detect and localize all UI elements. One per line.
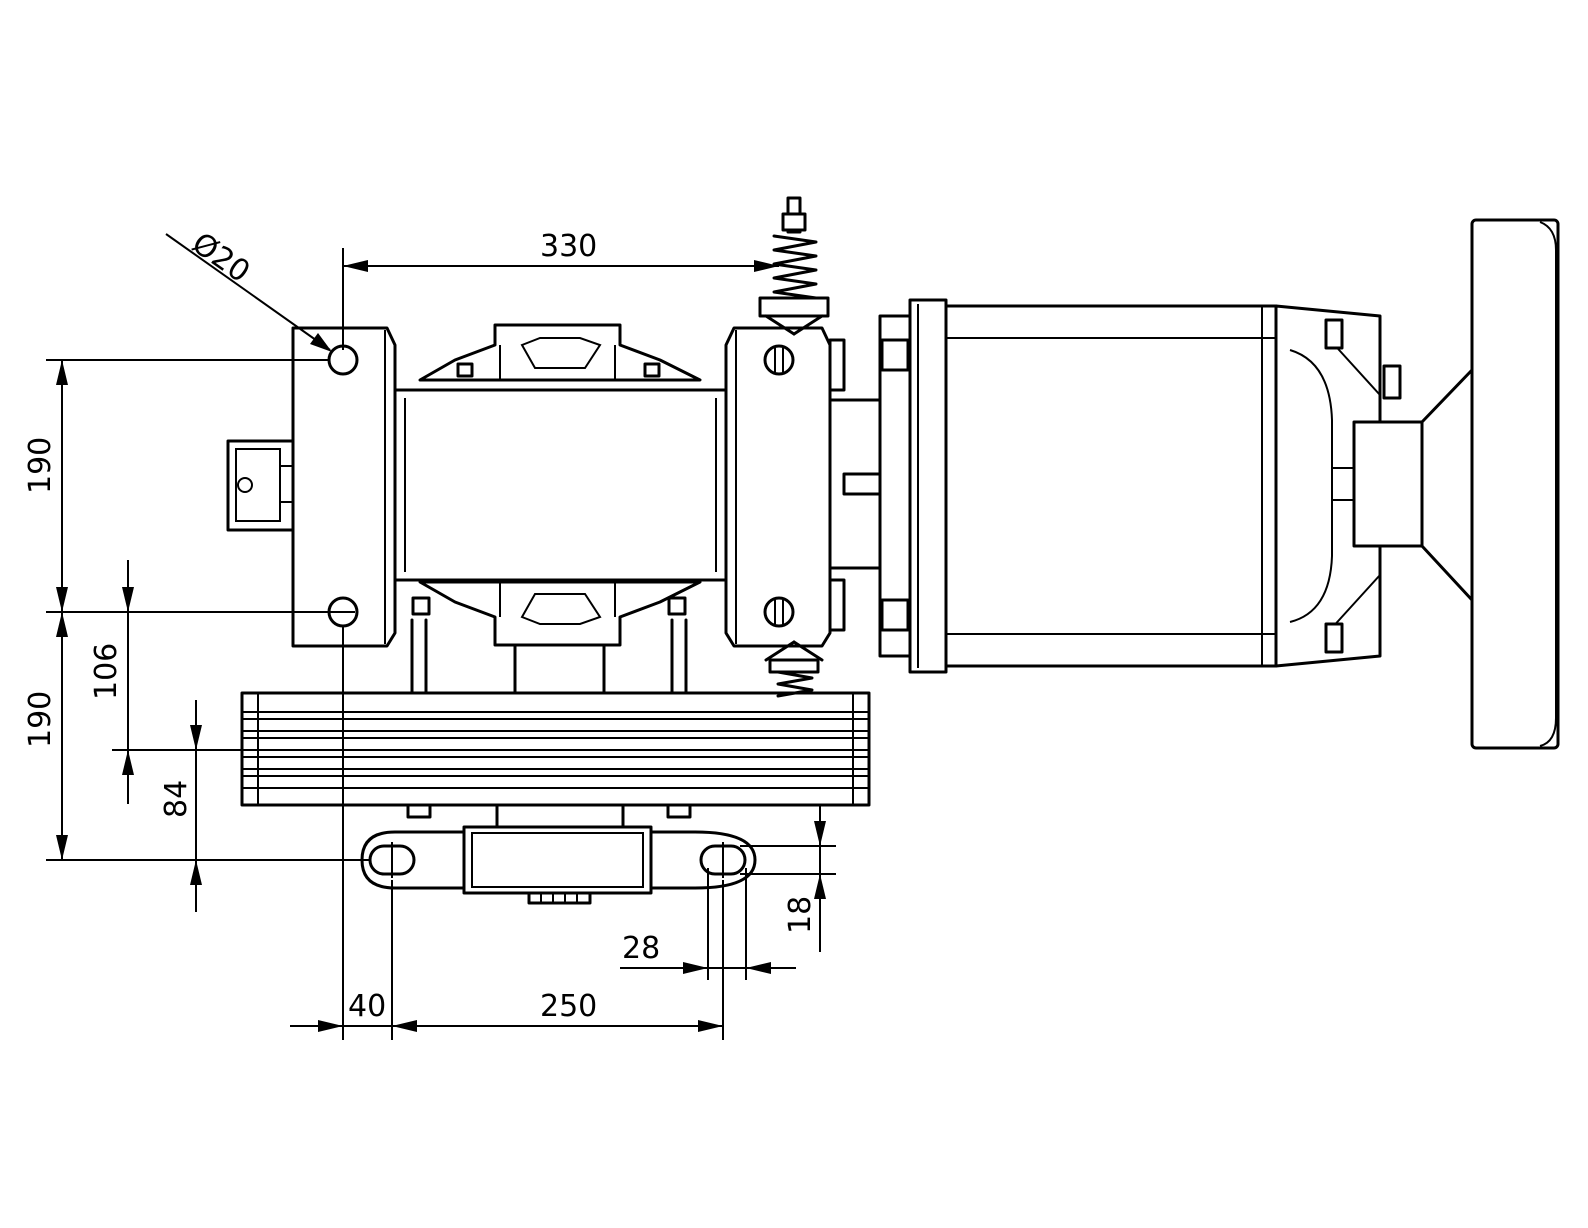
dim-190-top: 190: [23, 360, 68, 612]
dim-hole-diameter: Ø20: [165, 226, 332, 352]
mount-hole-bottom-right: [763, 596, 795, 628]
dim-190-bottom: 190: [23, 612, 68, 860]
motor-body: [944, 304, 1402, 668]
dim-label-40: 40: [348, 989, 386, 1024]
dim-label-330: 330: [540, 229, 597, 264]
dim-106: 106: [89, 560, 258, 804]
dim-label-190-bottom: 190: [23, 691, 58, 748]
dim-label-190-top: 190: [23, 437, 58, 494]
gear-housing: [393, 323, 728, 647]
dim-18: 18: [740, 804, 836, 952]
support-rods: [410, 618, 688, 695]
dim-label-dia: Ø20: [185, 226, 256, 290]
dim-28: 28: [620, 868, 796, 980]
mount-hole-top-left: [327, 344, 359, 376]
dim-84: 84: [159, 700, 202, 912]
handwheel: [1332, 218, 1560, 750]
brake-spring-top: [758, 196, 830, 336]
dim-330: 330: [342, 229, 779, 350]
dim-40-250: 40 250: [290, 626, 724, 1040]
dim-label-84: 84: [159, 780, 194, 818]
motor-flange: [878, 298, 948, 674]
left-bearing-block: [291, 326, 397, 648]
mount-hole-top-right: [763, 344, 795, 376]
dim-label-18: 18: [783, 896, 818, 934]
dim-label-250: 250: [540, 989, 597, 1024]
right-bearing-block: [724, 326, 846, 648]
brake-spring-bottom: [764, 640, 824, 698]
dim-label-106: 106: [89, 643, 124, 700]
mounting-foot: [360, 825, 757, 905]
dim-label-28: 28: [622, 931, 660, 966]
traction-sheave: [240, 691, 871, 829]
encoder-housing: [226, 439, 296, 532]
